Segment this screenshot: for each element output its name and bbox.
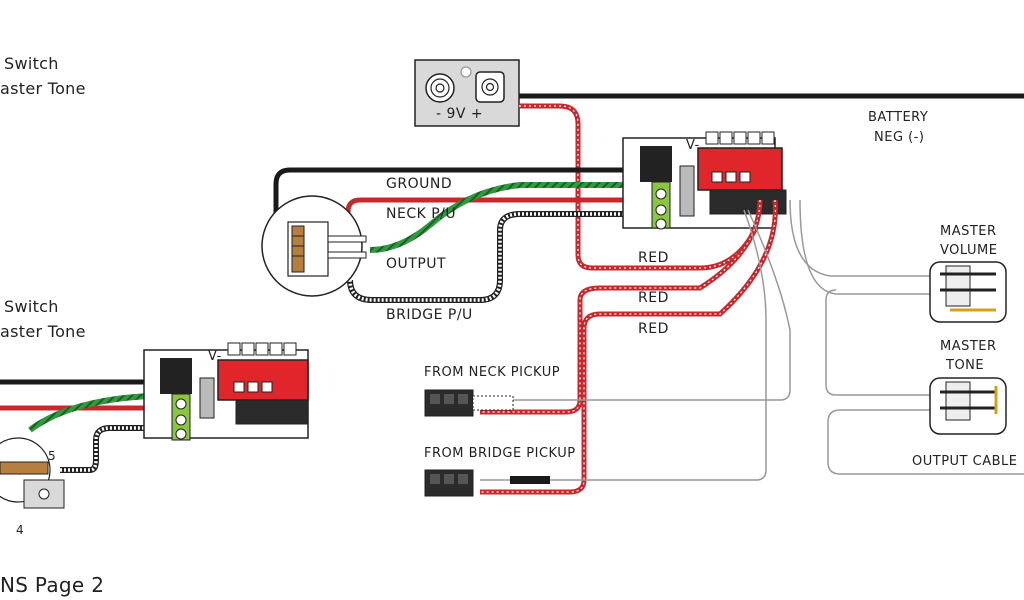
caption-switch-top: Switch <box>4 54 59 73</box>
preamp-board-upper: V- <box>622 131 787 230</box>
ground-wire-upper <box>273 167 640 230</box>
label-red-2: RED <box>638 290 669 306</box>
label-neck-pu: NECK P/U <box>386 206 456 222</box>
neck-pickup-connector <box>424 389 514 417</box>
label-red-1: RED <box>638 250 669 266</box>
label-master-tone-1: MASTER <box>940 339 997 354</box>
neck-pickup-red <box>480 199 763 415</box>
label-from-bridge: FROM BRIDGE PICKUP <box>424 446 576 461</box>
caption-master-tone-bottom: aster Tone <box>0 322 86 341</box>
master-tone-pot <box>929 377 1007 435</box>
battery-9v: - 9V + <box>414 59 520 127</box>
label-battery-2: NEG (-) <box>874 130 924 145</box>
svg-text:5: 5 <box>48 449 56 463</box>
label-output-cable: OUTPUT CABLE <box>912 454 1017 469</box>
bridge-pickup-connector <box>424 469 550 497</box>
label-bridge-pu: BRIDGE P/U <box>386 307 473 323</box>
label-from-neck: FROM NECK PICKUP <box>424 365 560 380</box>
label-master-tone-2: TONE <box>945 358 984 373</box>
battery-pos-wire <box>519 103 773 271</box>
output-jack-upper <box>261 195 367 297</box>
label-red-3: RED <box>638 321 669 337</box>
label-master-volume-2: VOLUME <box>940 243 997 258</box>
battery-label: - 9V + <box>436 106 483 122</box>
label-battery-1: BATTERY <box>868 110 928 125</box>
output-jack-lower: 5 4 <box>0 437 65 537</box>
caption-master-tone-top: aster Tone <box>0 79 86 98</box>
label-ground: GROUND <box>386 176 452 192</box>
label-output: OUTPUT <box>386 256 446 272</box>
page-footer: NS Page 2 <box>0 573 105 597</box>
master-volume-pot <box>929 261 1007 323</box>
preamp-board-lower: V- <box>143 342 309 441</box>
svg-text:V-: V- <box>686 138 700 153</box>
svg-text:4: 4 <box>16 523 24 537</box>
output-wire-upper <box>369 182 640 253</box>
bridge-wire-upper <box>348 212 640 302</box>
caption-switch-bottom: Switch <box>4 297 59 316</box>
label-master-volume-1: MASTER <box>940 224 997 239</box>
